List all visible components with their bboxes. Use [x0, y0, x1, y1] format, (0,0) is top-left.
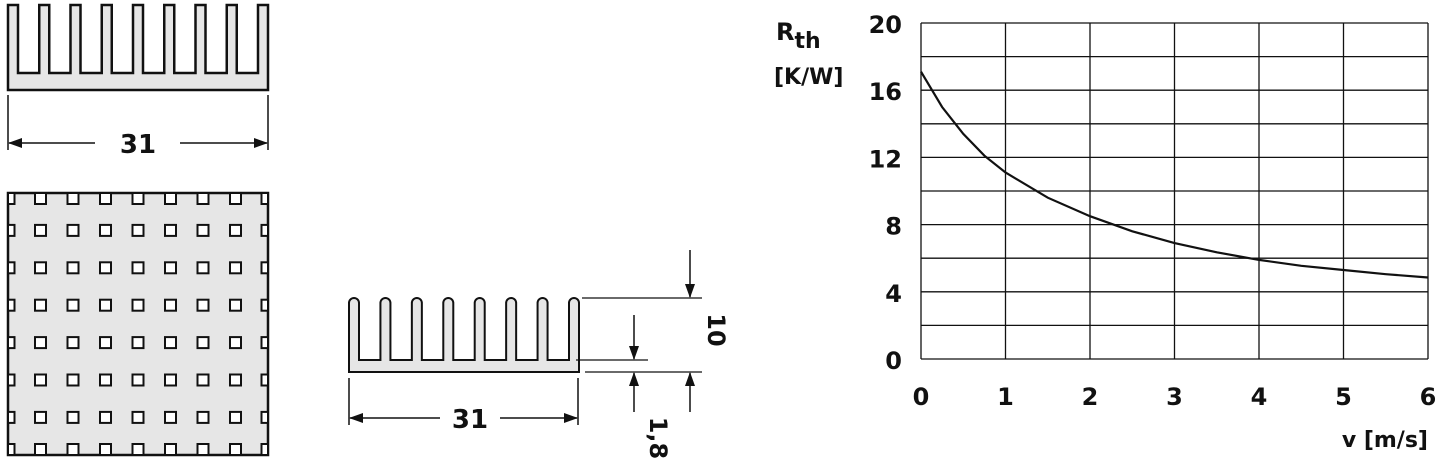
fin-pin: [99, 410, 112, 424]
fin-pin: [99, 443, 112, 456]
fin-pin: [99, 373, 112, 387]
fin-pin: [34, 261, 47, 275]
fin-pin: [99, 298, 112, 312]
fin-pin: [196, 223, 210, 237]
fin-pin: [131, 223, 145, 237]
fin-pin: [260, 373, 269, 387]
y-tick-label: 0: [885, 347, 902, 375]
rth-curve: [920, 71, 1429, 279]
fin-pin: [260, 410, 269, 424]
x-tick-label: 3: [1166, 383, 1183, 411]
fin-pin: [99, 261, 112, 275]
fin-pin: [229, 192, 242, 205]
fin-pin: [164, 443, 177, 456]
x-axis-label: v [m/s]: [1342, 428, 1428, 453]
heatsink-plan-view: [6, 191, 270, 457]
fin-pin: [164, 410, 177, 424]
y-tick-label: 12: [869, 145, 902, 173]
fin-pin: [131, 373, 145, 387]
fin-pin: [131, 443, 145, 456]
x-tick-label: 4: [1251, 383, 1268, 411]
heatsink-side-profile: 10 1,8 31: [348, 250, 730, 459]
fin-pin: [34, 410, 47, 424]
fin-pin: [99, 192, 112, 205]
fin-pin: [66, 410, 80, 424]
fin-pin: [131, 192, 145, 205]
fin-pin: [260, 223, 269, 237]
x-tick-label: 1: [997, 383, 1014, 411]
fin-pin: [229, 410, 242, 424]
height-dimension: 10: [702, 313, 730, 346]
fin-pin: [66, 443, 80, 456]
fin-pin: [131, 261, 145, 275]
fin-pin: [34, 298, 47, 312]
y-tick-label: 20: [869, 11, 902, 39]
side-width-dimension: 31: [452, 405, 488, 435]
fin-pin: [229, 223, 242, 237]
fin-pin: [7, 336, 16, 350]
fin-pin: [34, 223, 47, 237]
fin-pin: [229, 261, 242, 275]
fin-pin: [34, 373, 47, 387]
fin-pin: [164, 192, 177, 205]
fin-pin: [196, 373, 210, 387]
fin-pin: [229, 298, 242, 312]
y-tick-label: 4: [885, 280, 902, 308]
fin-pin: [229, 373, 242, 387]
fin-pin: [66, 336, 80, 350]
fin-pin: [196, 336, 210, 350]
fin-pin: [164, 373, 177, 387]
fin-pin: [229, 336, 242, 350]
fin-pin: [66, 192, 80, 205]
fin-pin: [34, 336, 47, 350]
fin-pin: [260, 443, 269, 456]
x-tick-label: 5: [1335, 383, 1352, 411]
y-axis-unit: [K/W]: [774, 65, 843, 90]
fin-pin: [99, 336, 112, 350]
y-axis-label: Rth: [776, 18, 821, 54]
fin-pin: [260, 192, 269, 205]
fin-pin: [34, 192, 47, 205]
fin-pin: [260, 336, 269, 350]
fin-pin: [196, 298, 210, 312]
base-thickness-dimension: 1,8: [644, 417, 672, 459]
fin-pin: [131, 336, 145, 350]
fin-pin: [164, 336, 177, 350]
top-width-dimension: 31: [120, 130, 156, 160]
fin-pin: [164, 298, 177, 312]
y-tick-label: 16: [869, 78, 902, 106]
fin-pin: [7, 373, 16, 387]
fin-pin: [66, 373, 80, 387]
fin-pin: [7, 261, 16, 275]
fin-pin: [66, 261, 80, 275]
fin-pin: [34, 443, 47, 456]
fin-pin: [7, 443, 16, 456]
fin-pin: [7, 223, 16, 237]
fin-pin: [196, 261, 210, 275]
fin-pin: [7, 298, 16, 312]
x-tick-label: 2: [1082, 383, 1099, 411]
fin-pin: [260, 298, 269, 312]
fin-pin: [7, 410, 16, 424]
x-tick-label: 0: [913, 383, 930, 411]
fin-pin: [229, 443, 242, 456]
fin-pin: [131, 410, 145, 424]
chart-grid: [920, 22, 1429, 360]
fin-pin: [99, 223, 112, 237]
fin-pin: [164, 261, 177, 275]
fin-pin: [260, 261, 269, 275]
fin-pin: [196, 443, 210, 456]
x-tick-label: 6: [1420, 383, 1437, 411]
heatsink-front-profile: 31: [6, 3, 270, 160]
fin-pin: [196, 192, 210, 205]
fin-pin: [164, 223, 177, 237]
y-tick-label: 8: [885, 213, 902, 241]
fin-pin: [131, 298, 145, 312]
fin-pin: [66, 298, 80, 312]
fin-pin: [196, 410, 210, 424]
fin-pin: [7, 192, 16, 205]
fin-pin: [66, 223, 80, 237]
